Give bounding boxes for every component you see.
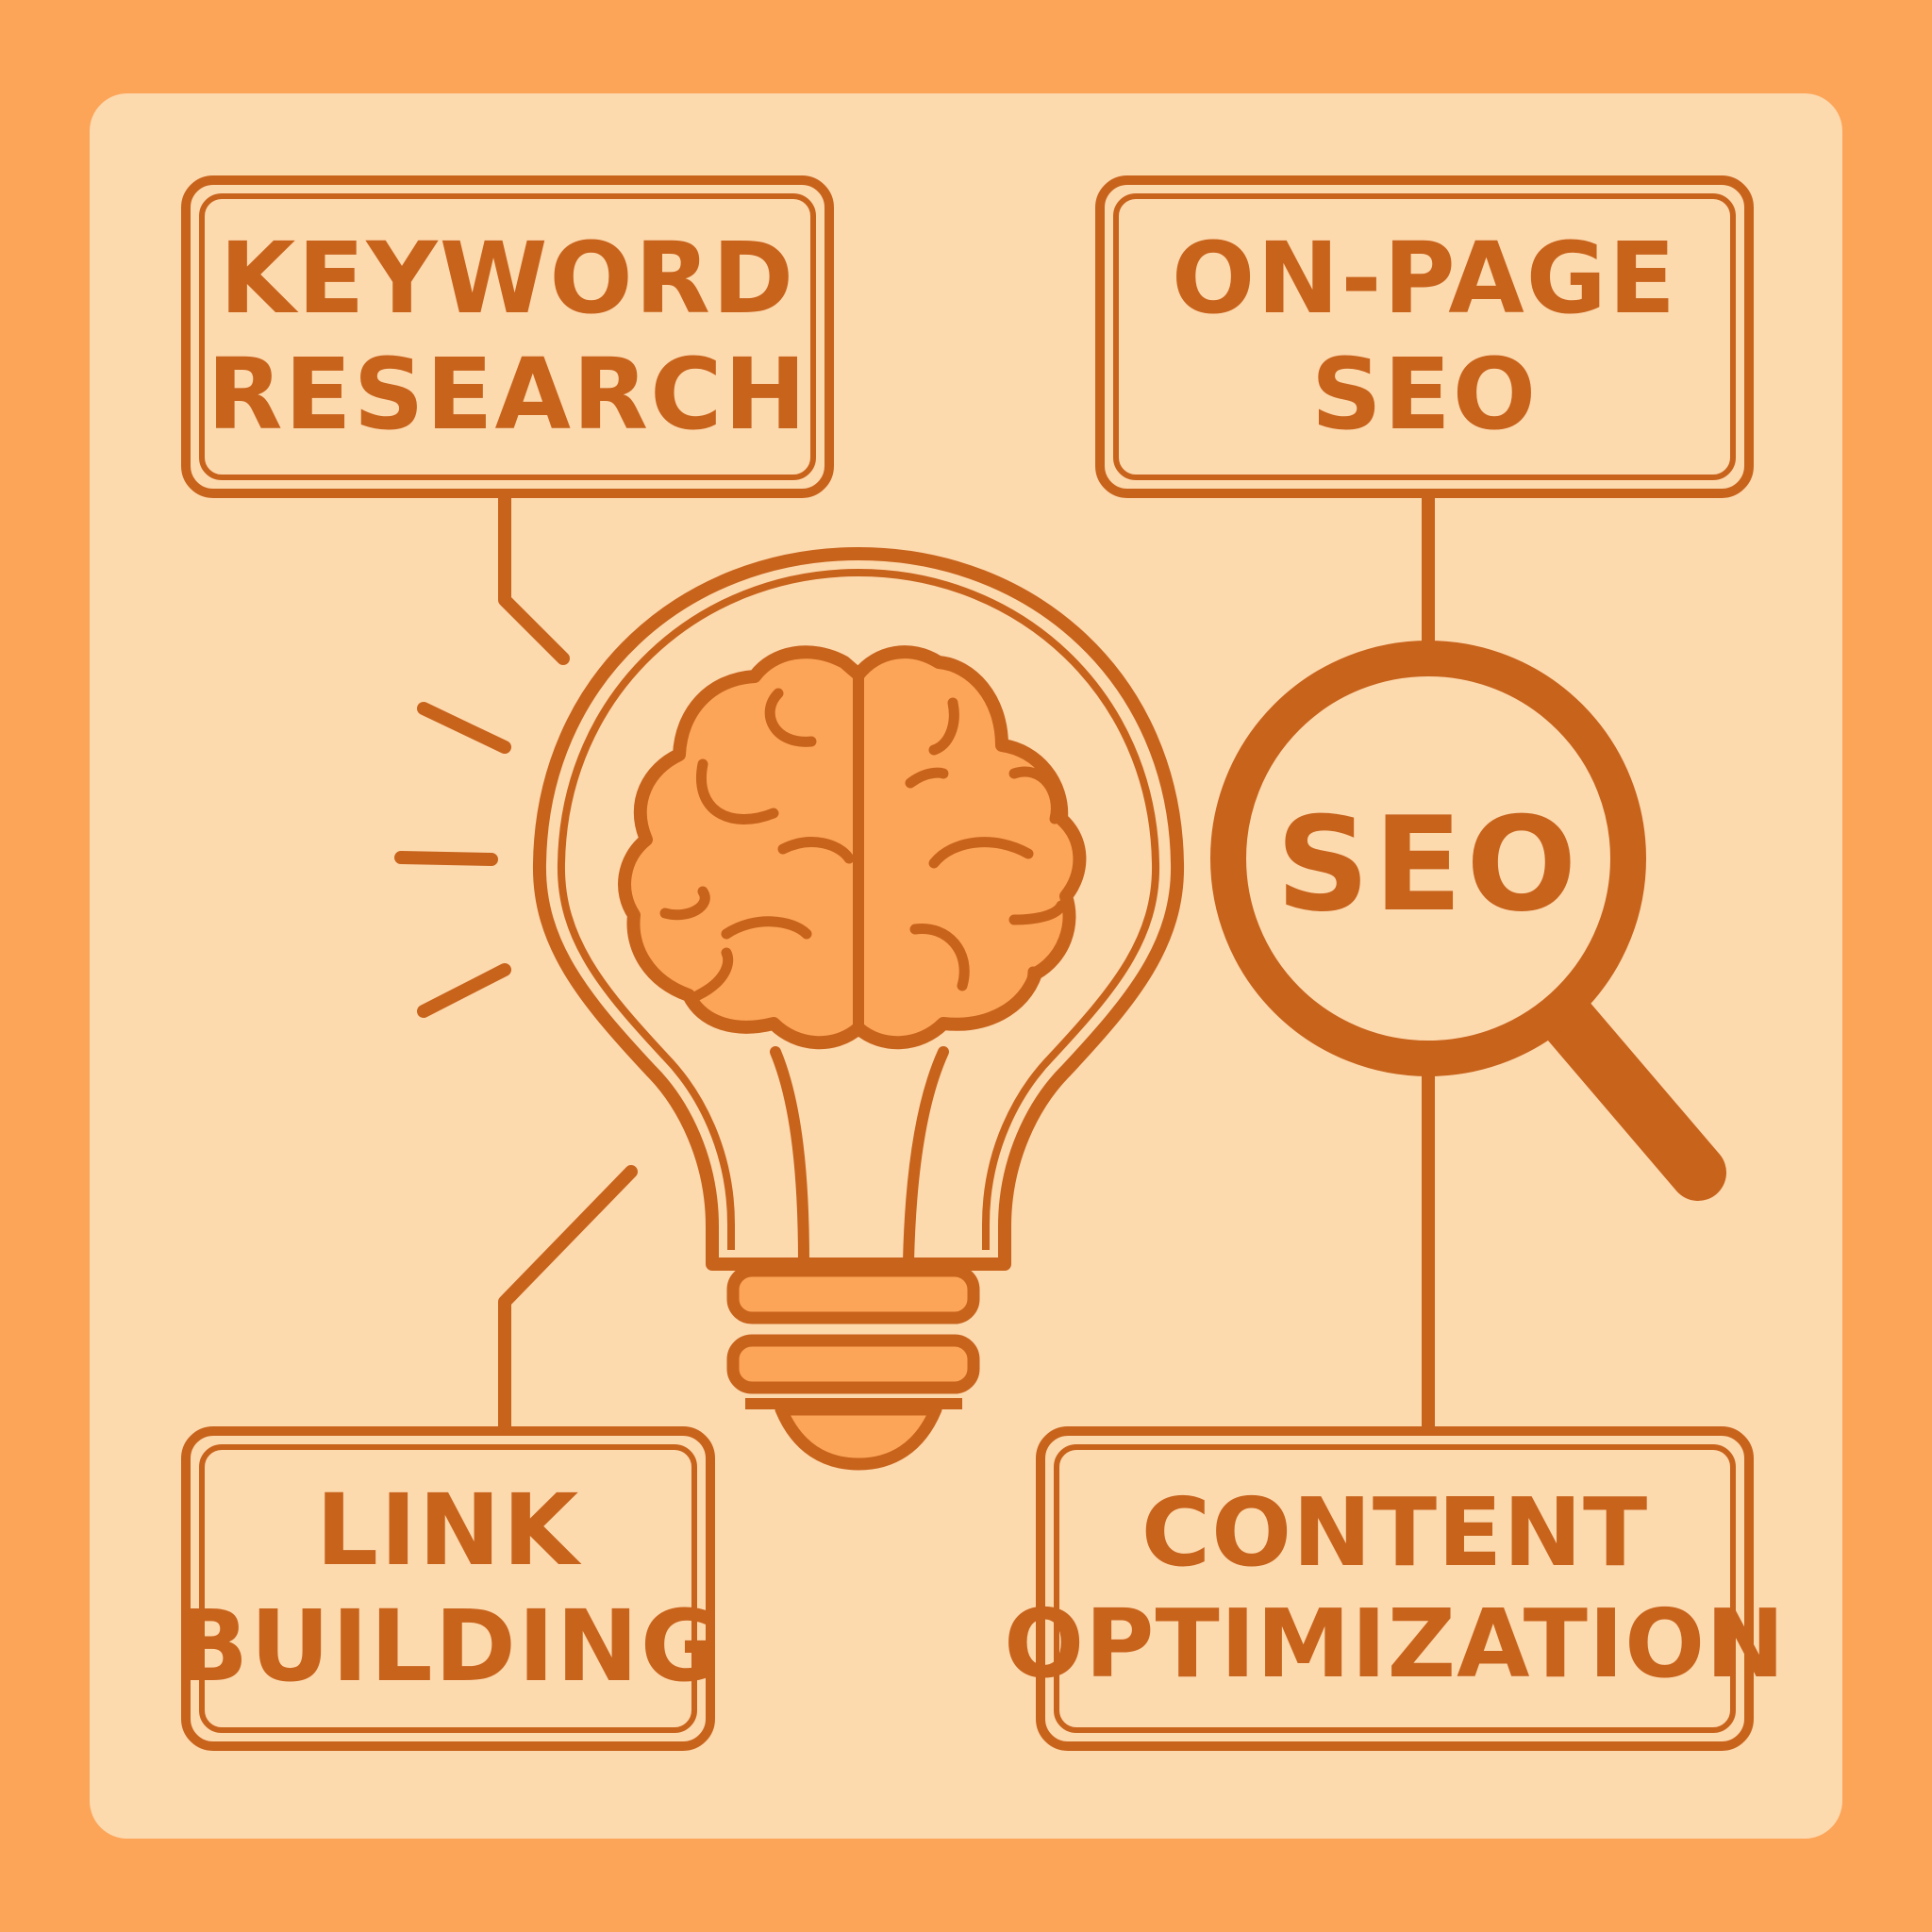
light-rays-icon <box>394 702 511 1018</box>
lightbulb-brain-icon <box>532 547 1185 1471</box>
node-link-building-line2: BUILDING <box>173 1589 724 1704</box>
node-content-optimization-line1: CONTENT <box>1141 1477 1649 1588</box>
node-keyword-research-line1: KEYWORD <box>219 221 796 337</box>
node-on-page-seo-line2: SEO <box>1310 337 1539 452</box>
node-on-page-seo: ON-PAGE SEO <box>1095 175 1754 498</box>
magnifying-glass-icon: SEO <box>1210 641 1726 1201</box>
node-content-optimization: CONTENT OPTIMIZATION <box>1004 1426 1785 1751</box>
node-link-building-line1: LINK <box>315 1473 581 1589</box>
connector-keyword-research <box>498 491 570 665</box>
node-link-building: LINK BUILDING <box>174 1426 721 1751</box>
node-keyword-research: KEYWORD RESEARCH <box>181 175 834 498</box>
node-on-page-seo-line1: ON-PAGE <box>1171 221 1678 337</box>
node-content-optimization-line2: OPTIMIZATION <box>1004 1589 1786 1699</box>
connector-link-building <box>498 1165 638 1433</box>
magnifier-seo-label: SEO <box>1276 789 1581 941</box>
node-keyword-research-line2: RESEARCH <box>207 337 808 452</box>
